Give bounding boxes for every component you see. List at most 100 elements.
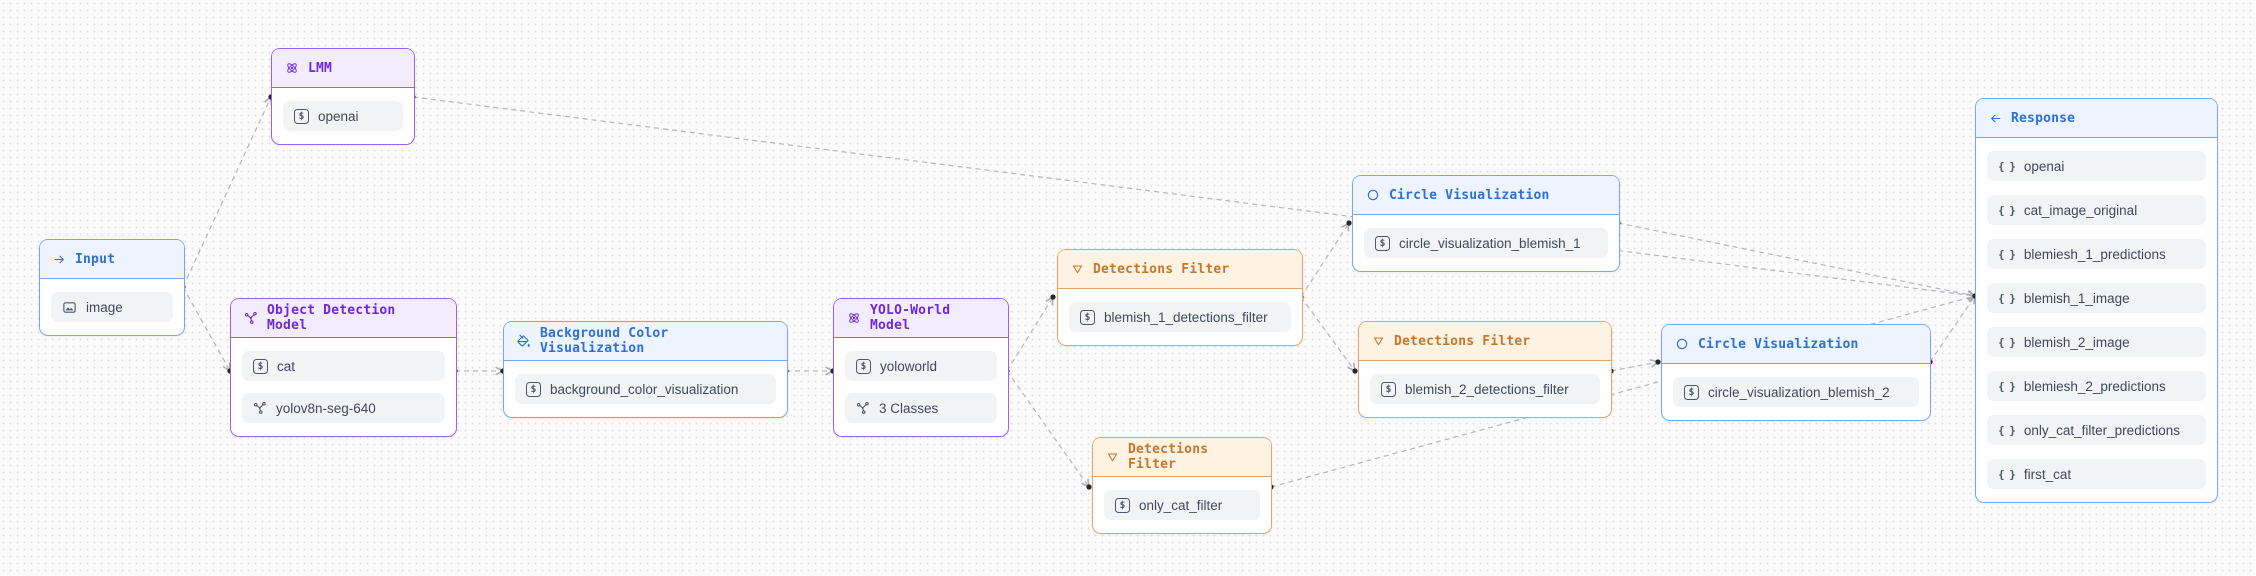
node-title: LMM bbox=[308, 60, 333, 76]
node-header: Detections Filter bbox=[1058, 250, 1302, 289]
node-background-color-visualization[interactable]: Background Color Visualization $ backgro… bbox=[503, 321, 788, 418]
item-label: blemish_1_image bbox=[2023, 290, 2130, 306]
node-header: Input bbox=[40, 240, 184, 279]
node-header: YOLO-World Model bbox=[834, 299, 1008, 338]
dollar-square-icon: $ bbox=[1115, 497, 1130, 513]
item-label: blemish_2_image bbox=[2023, 334, 2130, 350]
node-item[interactable]: $ cat bbox=[242, 351, 445, 381]
node-item[interactable]: $ openai bbox=[283, 101, 403, 131]
dollar-square-icon: $ bbox=[1080, 309, 1095, 325]
node-item[interactable]: $ blemish_1_detections_filter bbox=[1069, 302, 1291, 332]
dollar-square-icon: $ bbox=[1375, 235, 1390, 251]
item-label: blemiesh_2_predictions bbox=[2023, 378, 2166, 394]
node-title: Detections Filter bbox=[1394, 333, 1531, 349]
node-circle-visualization-blemish-1[interactable]: Circle Visualization $ circle_visualizat… bbox=[1352, 175, 1620, 272]
node-item[interactable]: $ yoloworld bbox=[845, 351, 997, 381]
item-label: circle_visualization_blemish_2 bbox=[1708, 384, 1890, 400]
node-title: YOLO-World Model bbox=[870, 303, 951, 333]
node-header: LMM bbox=[272, 49, 414, 88]
node-header: Circle Visualization bbox=[1662, 325, 1930, 364]
item-label: cat bbox=[277, 358, 296, 374]
node-item[interactable]: { } blemiesh_2_predictions bbox=[1987, 371, 2206, 401]
braces-icon: { } bbox=[1998, 247, 2016, 261]
braces-icon: { } bbox=[1998, 159, 2016, 173]
braces-icon: { } bbox=[1998, 467, 2016, 481]
braces-icon: { } bbox=[1998, 423, 2016, 437]
node-item[interactable]: { } blemiesh_1_predictions bbox=[1987, 239, 2206, 269]
node-item[interactable]: $ only_cat_filter bbox=[1104, 490, 1260, 520]
item-label: blemiesh_1_predictions bbox=[2023, 246, 2166, 262]
node-item[interactable]: 3 Classes bbox=[845, 393, 997, 423]
node-detections-filter-blemish-1[interactable]: Detections Filter $ blemish_1_detections… bbox=[1057, 249, 1303, 346]
braces-icon: { } bbox=[1998, 203, 2016, 217]
item-label: yoloworld bbox=[880, 358, 938, 374]
circle-icon bbox=[1367, 189, 1379, 201]
node-item[interactable]: $ background_color_visualization bbox=[515, 374, 776, 404]
item-label: first_cat bbox=[2023, 466, 2072, 482]
funnel-icon bbox=[1107, 452, 1118, 461]
node-detections-filter-blemish-2[interactable]: Detections Filter $ blemish_2_detections… bbox=[1358, 321, 1612, 418]
atom-icon bbox=[847, 311, 861, 325]
item-label: circle_visualization_blemish_1 bbox=[1399, 235, 1581, 251]
node-title: Circle Visualization bbox=[1389, 187, 1550, 203]
molecule-icon bbox=[253, 402, 266, 414]
node-circle-visualization-blemish-2[interactable]: Circle Visualization $ circle_visualizat… bbox=[1661, 324, 1931, 421]
node-title: Detections Filter bbox=[1093, 261, 1230, 277]
node-title: Background Color Visualization bbox=[540, 326, 669, 356]
node-title: Response bbox=[2011, 110, 2076, 126]
node-item[interactable]: { } only_cat_filter_predictions bbox=[1987, 415, 2206, 445]
node-title: Object Detection Model bbox=[267, 303, 396, 333]
image-icon bbox=[63, 301, 76, 313]
item-label: blemish_2_detections_filter bbox=[1405, 381, 1569, 397]
item-label: only_cat_filter_predictions bbox=[2023, 422, 2180, 438]
funnel-icon bbox=[1373, 336, 1384, 345]
node-item[interactable]: $ circle_visualization_blemish_2 bbox=[1673, 377, 1919, 407]
node-object-detection-model[interactable]: Object Detection Model $ cat yolov8n-seg… bbox=[230, 298, 457, 437]
node-item[interactable]: { } first_cat bbox=[1987, 459, 2206, 489]
dollar-square-icon: $ bbox=[1381, 381, 1396, 397]
molecule-icon bbox=[244, 312, 257, 324]
node-title: Detections Filter bbox=[1128, 442, 1209, 472]
node-item[interactable]: { } blemish_2_image bbox=[1987, 327, 2206, 357]
item-label: 3 Classes bbox=[879, 400, 939, 416]
node-input[interactable]: Input image bbox=[39, 239, 185, 336]
braces-icon: { } bbox=[1998, 291, 2016, 305]
item-label: image bbox=[86, 299, 123, 315]
item-label: background_color_visualization bbox=[550, 381, 739, 397]
node-item[interactable]: $ circle_visualization_blemish_1 bbox=[1364, 228, 1608, 258]
node-lmm[interactable]: LMM $ openai bbox=[271, 48, 415, 145]
item-label: cat_image_original bbox=[2023, 202, 2138, 218]
node-header: Object Detection Model bbox=[231, 299, 456, 338]
paint-bucket-icon bbox=[517, 334, 531, 348]
item-label: blemish_1_detections_filter bbox=[1104, 309, 1268, 325]
node-response[interactable]: Response { } openai { } cat_image_origin… bbox=[1975, 98, 2218, 503]
dollar-square-icon: $ bbox=[294, 108, 309, 124]
node-item[interactable]: yolov8n-seg-640 bbox=[242, 393, 445, 423]
arrow-right-icon bbox=[54, 255, 64, 263]
node-header: Response bbox=[1976, 99, 2217, 138]
node-item[interactable]: { } blemish_1_image bbox=[1987, 283, 2206, 313]
node-item[interactable]: { } cat_image_original bbox=[1987, 195, 2206, 225]
node-detections-filter-only-cat[interactable]: Detections Filter $ only_cat_filter bbox=[1092, 437, 1272, 534]
dollar-square-icon: $ bbox=[856, 358, 871, 374]
node-item[interactable]: image bbox=[51, 292, 173, 322]
circle-icon bbox=[1676, 338, 1688, 350]
node-header: Circle Visualization bbox=[1353, 176, 1619, 215]
node-header: Detections Filter bbox=[1093, 438, 1271, 477]
item-label: only_cat_filter bbox=[1139, 497, 1223, 513]
dollar-square-icon: $ bbox=[1684, 384, 1699, 400]
node-title: Circle Visualization bbox=[1698, 336, 1859, 352]
node-item[interactable]: { } openai bbox=[1987, 151, 2206, 181]
atom-icon bbox=[285, 61, 299, 75]
item-label: yolov8n-seg-640 bbox=[276, 400, 376, 416]
braces-icon: { } bbox=[1998, 335, 2016, 349]
node-item[interactable]: $ blemish_2_detections_filter bbox=[1370, 374, 1600, 404]
node-header: Detections Filter bbox=[1359, 322, 1611, 361]
node-yolo-world-model[interactable]: YOLO-World Model $ yoloworld 3 Classes bbox=[833, 298, 1009, 437]
funnel-icon bbox=[1072, 264, 1083, 273]
item-label: openai bbox=[2023, 158, 2065, 174]
dollar-square-icon: $ bbox=[253, 358, 268, 374]
molecule-icon bbox=[856, 402, 869, 414]
dollar-square-icon: $ bbox=[526, 381, 541, 397]
